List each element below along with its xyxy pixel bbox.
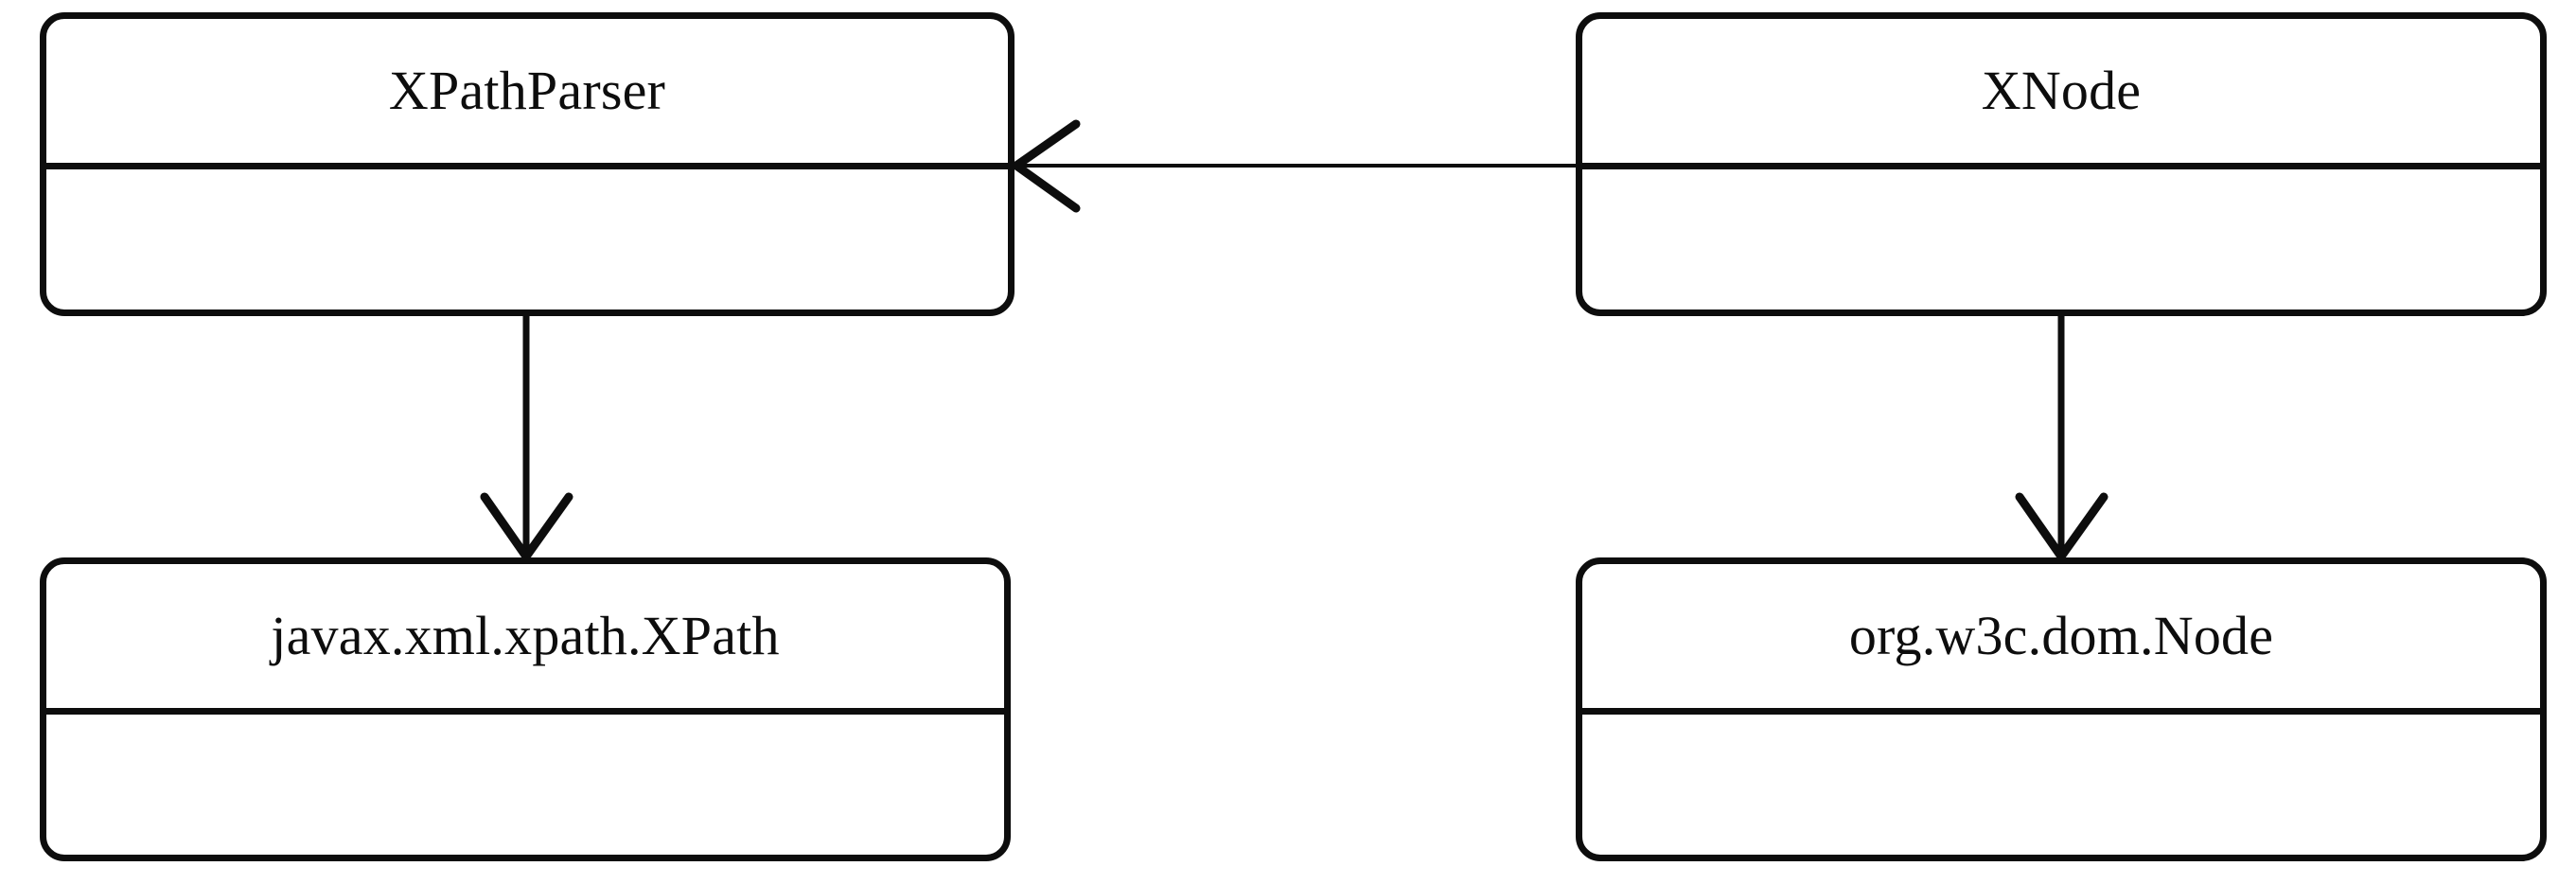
uml-attributes-compartment [1582,715,2540,855]
edge-xnode-to-xpathparser [1012,119,1576,213]
uml-name-compartment: XPathParser [46,19,1008,169]
uml-class-name: org.w3c.dom.Node [1848,604,2274,666]
edge-xpathparser-to-xpath [480,316,573,561]
open-arrowhead-left-icon [1012,119,1081,213]
uml-class-javax-xml-xpath-xpath[interactable]: javax.xml.xpath.XPath [40,557,1011,861]
uml-name-compartment: org.w3c.dom.Node [1582,564,2540,715]
uml-class-name: XNode [1981,59,2142,121]
uml-class-org-w3c-dom-node[interactable]: org.w3c.dom.Node [1576,557,2547,861]
uml-attributes-compartment [46,169,1008,309]
uml-class-name: XPathParser [388,59,666,121]
uml-class-xpathparser[interactable]: XPathParser [40,12,1015,316]
uml-class-name: javax.xml.xpath.XPath [271,604,780,666]
uml-class-xnode[interactable]: XNode [1576,12,2547,316]
open-arrowhead-down-icon [480,492,573,561]
uml-name-compartment: javax.xml.xpath.XPath [46,564,1004,715]
uml-attributes-compartment [46,715,1004,855]
open-arrowhead-down-icon [2015,492,2108,561]
edge-xnode-to-node [2015,316,2108,561]
uml-name-compartment: XNode [1582,19,2540,169]
uml-attributes-compartment [1582,169,2540,309]
